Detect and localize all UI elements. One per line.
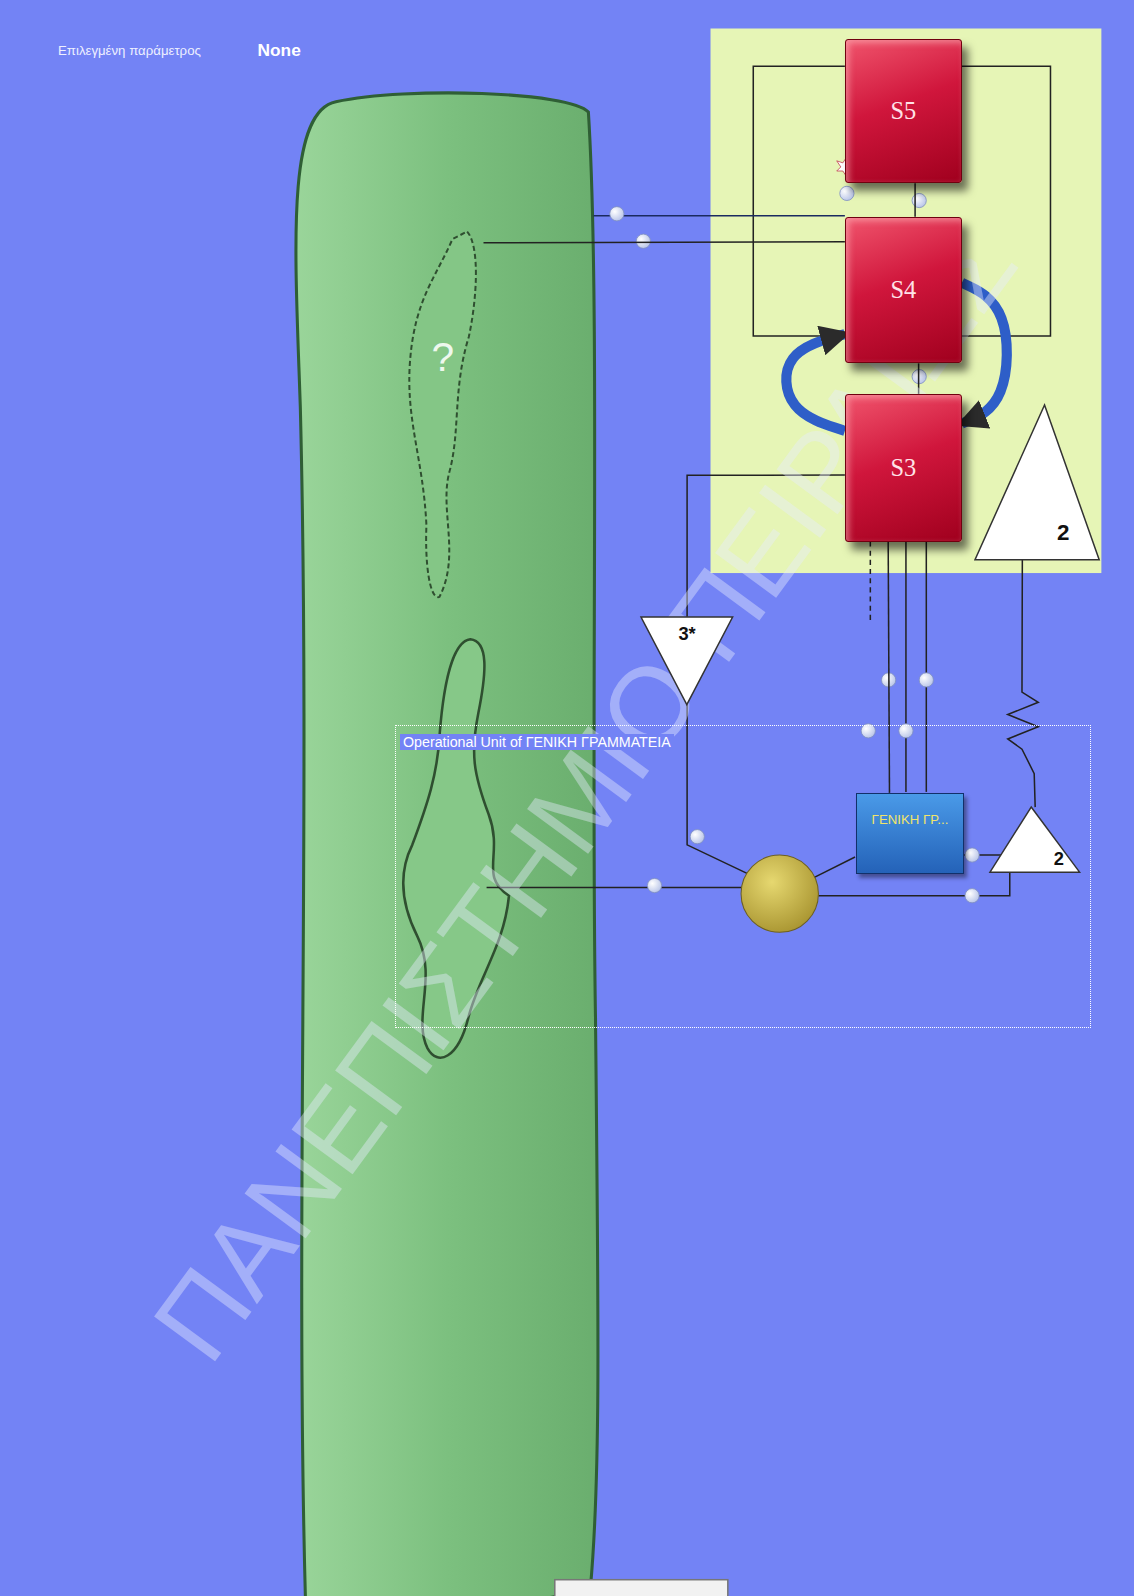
system-box: S5 [845, 39, 962, 184]
feedback-arrow [786, 334, 845, 431]
environment-wire [593, 215, 844, 217]
system-label: S4 [891, 276, 917, 304]
junction-dot [610, 207, 624, 221]
operation-circle [741, 855, 818, 932]
junction-dot [965, 889, 979, 903]
system-label: S3 [891, 454, 917, 482]
junction-dot [636, 234, 650, 248]
junction-dot [912, 193, 926, 207]
channel-wire [926, 542, 928, 792]
junction-dot [861, 724, 875, 738]
environment-wire [487, 887, 741, 889]
channel-line [918, 363, 920, 394]
channel-wire [870, 542, 872, 621]
coordination-triangle: 2 [975, 405, 1099, 560]
channel-line [914, 183, 916, 217]
junction-dot [919, 673, 933, 687]
junction-dot [899, 724, 913, 738]
triangle-outline [975, 405, 1099, 560]
audit-triangle: 3* [641, 617, 733, 705]
triangle-outline [990, 807, 1080, 872]
channel-number: 2 [1057, 520, 1069, 546]
dot-group [610, 186, 979, 903]
channel-line [484, 242, 845, 243]
system-box: S3 [845, 394, 962, 542]
operation-box: ΓΕΝΙΚΗ ΓΡ... [856, 793, 964, 874]
environment-future-blob: ? [402, 224, 483, 601]
channel-line [1008, 560, 1039, 807]
channel-number: 2 [1054, 848, 1064, 869]
loop-wire [753, 66, 845, 336]
channel-number: 3* [678, 623, 695, 644]
parameter-value: None [258, 41, 301, 61]
triangle-shape [641, 617, 733, 705]
coordination-triangle: 2 [990, 807, 1080, 872]
node-label: ? [431, 334, 454, 381]
parameter-caption: Επιλεγμένη παράμετρος [58, 43, 201, 58]
system-box: S4 [845, 217, 962, 364]
node-label: ΓΕΝΙΚΗ ΓΡ... [872, 812, 949, 827]
control-panel [711, 29, 1102, 574]
junction-dot [690, 830, 704, 844]
feedback-arrow [962, 283, 1007, 424]
coordination-wire [818, 871, 1009, 895]
loop-wire [962, 66, 1051, 336]
junction-dot [965, 848, 979, 862]
triangle-shape [975, 405, 1099, 560]
operational-unit-frame: Operational Unit of ΓΕΝΙΚΗ ΓΡΑΜΜΑΤΕΙΑ ΓΕΝ… [395, 725, 1091, 1028]
channel-wire [905, 542, 907, 792]
junction-dot [840, 186, 854, 200]
system-label: S5 [891, 97, 917, 125]
operation-environment-blob [403, 639, 509, 1057]
channel-line [888, 541, 889, 792]
management-wire [814, 857, 855, 877]
blob-outline [402, 224, 483, 601]
audit-wire [687, 704, 751, 875]
environment-blob [296, 93, 598, 1596]
node-label: Operational Unit of ΓΕΝΙΚΗ ΓΡΑΜΜΑΤΕΙΑ [400, 734, 674, 750]
button [555, 1580, 728, 1596]
channel-line [687, 475, 845, 617]
triangle-shape [990, 807, 1080, 872]
blob-shape [409, 231, 476, 597]
junction-dot [647, 878, 661, 892]
